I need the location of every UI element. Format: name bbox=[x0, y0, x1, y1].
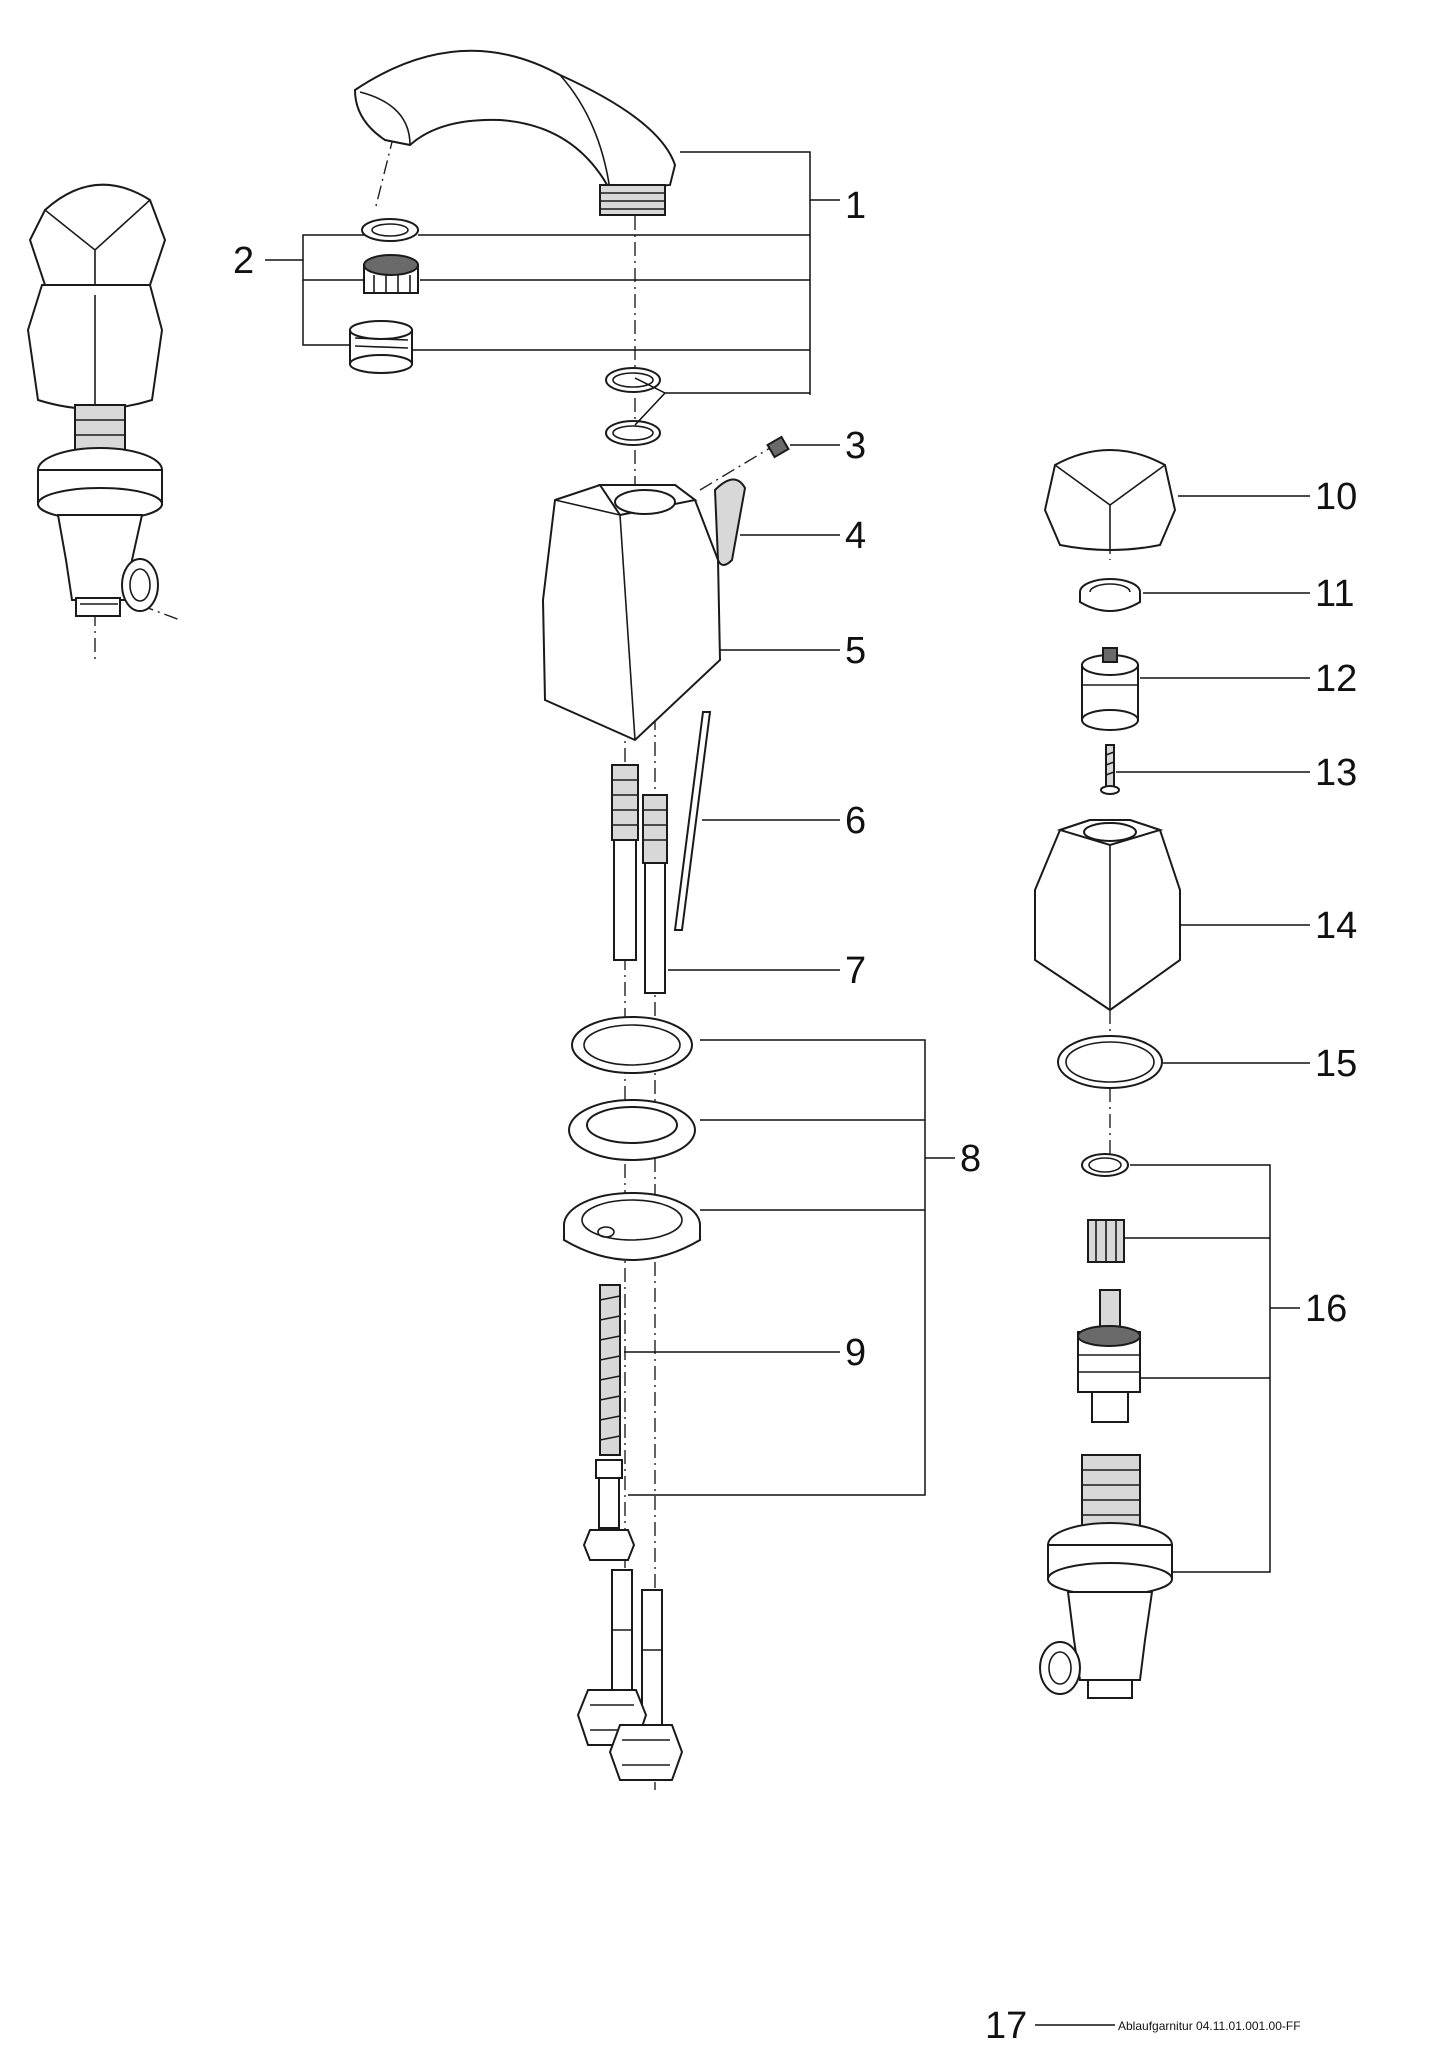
supply-hoses bbox=[576, 1569, 684, 1781]
handle-body-part-14 bbox=[1034, 819, 1181, 1012]
lift-rod-part-6 bbox=[673, 711, 712, 931]
spout-part-1 bbox=[353, 49, 677, 216]
callout-14: 14 bbox=[1315, 905, 1357, 947]
callout-15: 15 bbox=[1315, 1043, 1357, 1085]
callout-17: 17 bbox=[985, 2005, 1027, 2047]
ring-part-11 bbox=[1079, 578, 1141, 612]
hose-connectors-part-7 bbox=[611, 764, 668, 994]
footer-note: Ablaufgarnitur 04.11.01.001.00-FF bbox=[1118, 2019, 1301, 2033]
handle-cap-part-10 bbox=[1043, 449, 1177, 551]
lever-part-4 bbox=[713, 478, 747, 566]
callout-2: 2 bbox=[233, 240, 254, 282]
callout-3: 3 bbox=[845, 425, 866, 467]
callout-7: 7 bbox=[845, 950, 866, 992]
mixer-body-part-5 bbox=[541, 484, 722, 742]
callout-6: 6 bbox=[845, 800, 866, 842]
leader-lines bbox=[265, 151, 1310, 2026]
callout-4: 4 bbox=[845, 515, 866, 557]
adapter-part-12 bbox=[1081, 647, 1139, 731]
aerator-parts-2 bbox=[349, 218, 419, 374]
callout-labels: 1 2 3 4 5 6 7 8 9 10 11 12 13 14 15 16 1… bbox=[233, 185, 1357, 2047]
valve-parts-16 bbox=[1039, 1153, 1173, 1699]
spout-o-rings bbox=[605, 367, 661, 446]
o-ring-part-15 bbox=[1057, 1035, 1163, 1089]
left-valve-assembly bbox=[26, 183, 167, 617]
callout-13: 13 bbox=[1315, 752, 1357, 794]
callout-9: 9 bbox=[845, 1332, 866, 1374]
callout-11: 11 bbox=[1315, 573, 1354, 615]
set-screw-part-3 bbox=[766, 435, 790, 459]
gaskets-part-8 bbox=[563, 1016, 701, 1261]
callout-8: 8 bbox=[960, 1138, 981, 1180]
callout-12: 12 bbox=[1315, 658, 1357, 700]
callout-16: 16 bbox=[1305, 1288, 1347, 1330]
callout-10: 10 bbox=[1315, 476, 1357, 518]
screw-part-13 bbox=[1100, 744, 1120, 795]
threaded-rod-part-9 bbox=[582, 1284, 636, 1561]
callout-1: 1 bbox=[845, 185, 866, 227]
callout-5: 5 bbox=[845, 630, 866, 672]
